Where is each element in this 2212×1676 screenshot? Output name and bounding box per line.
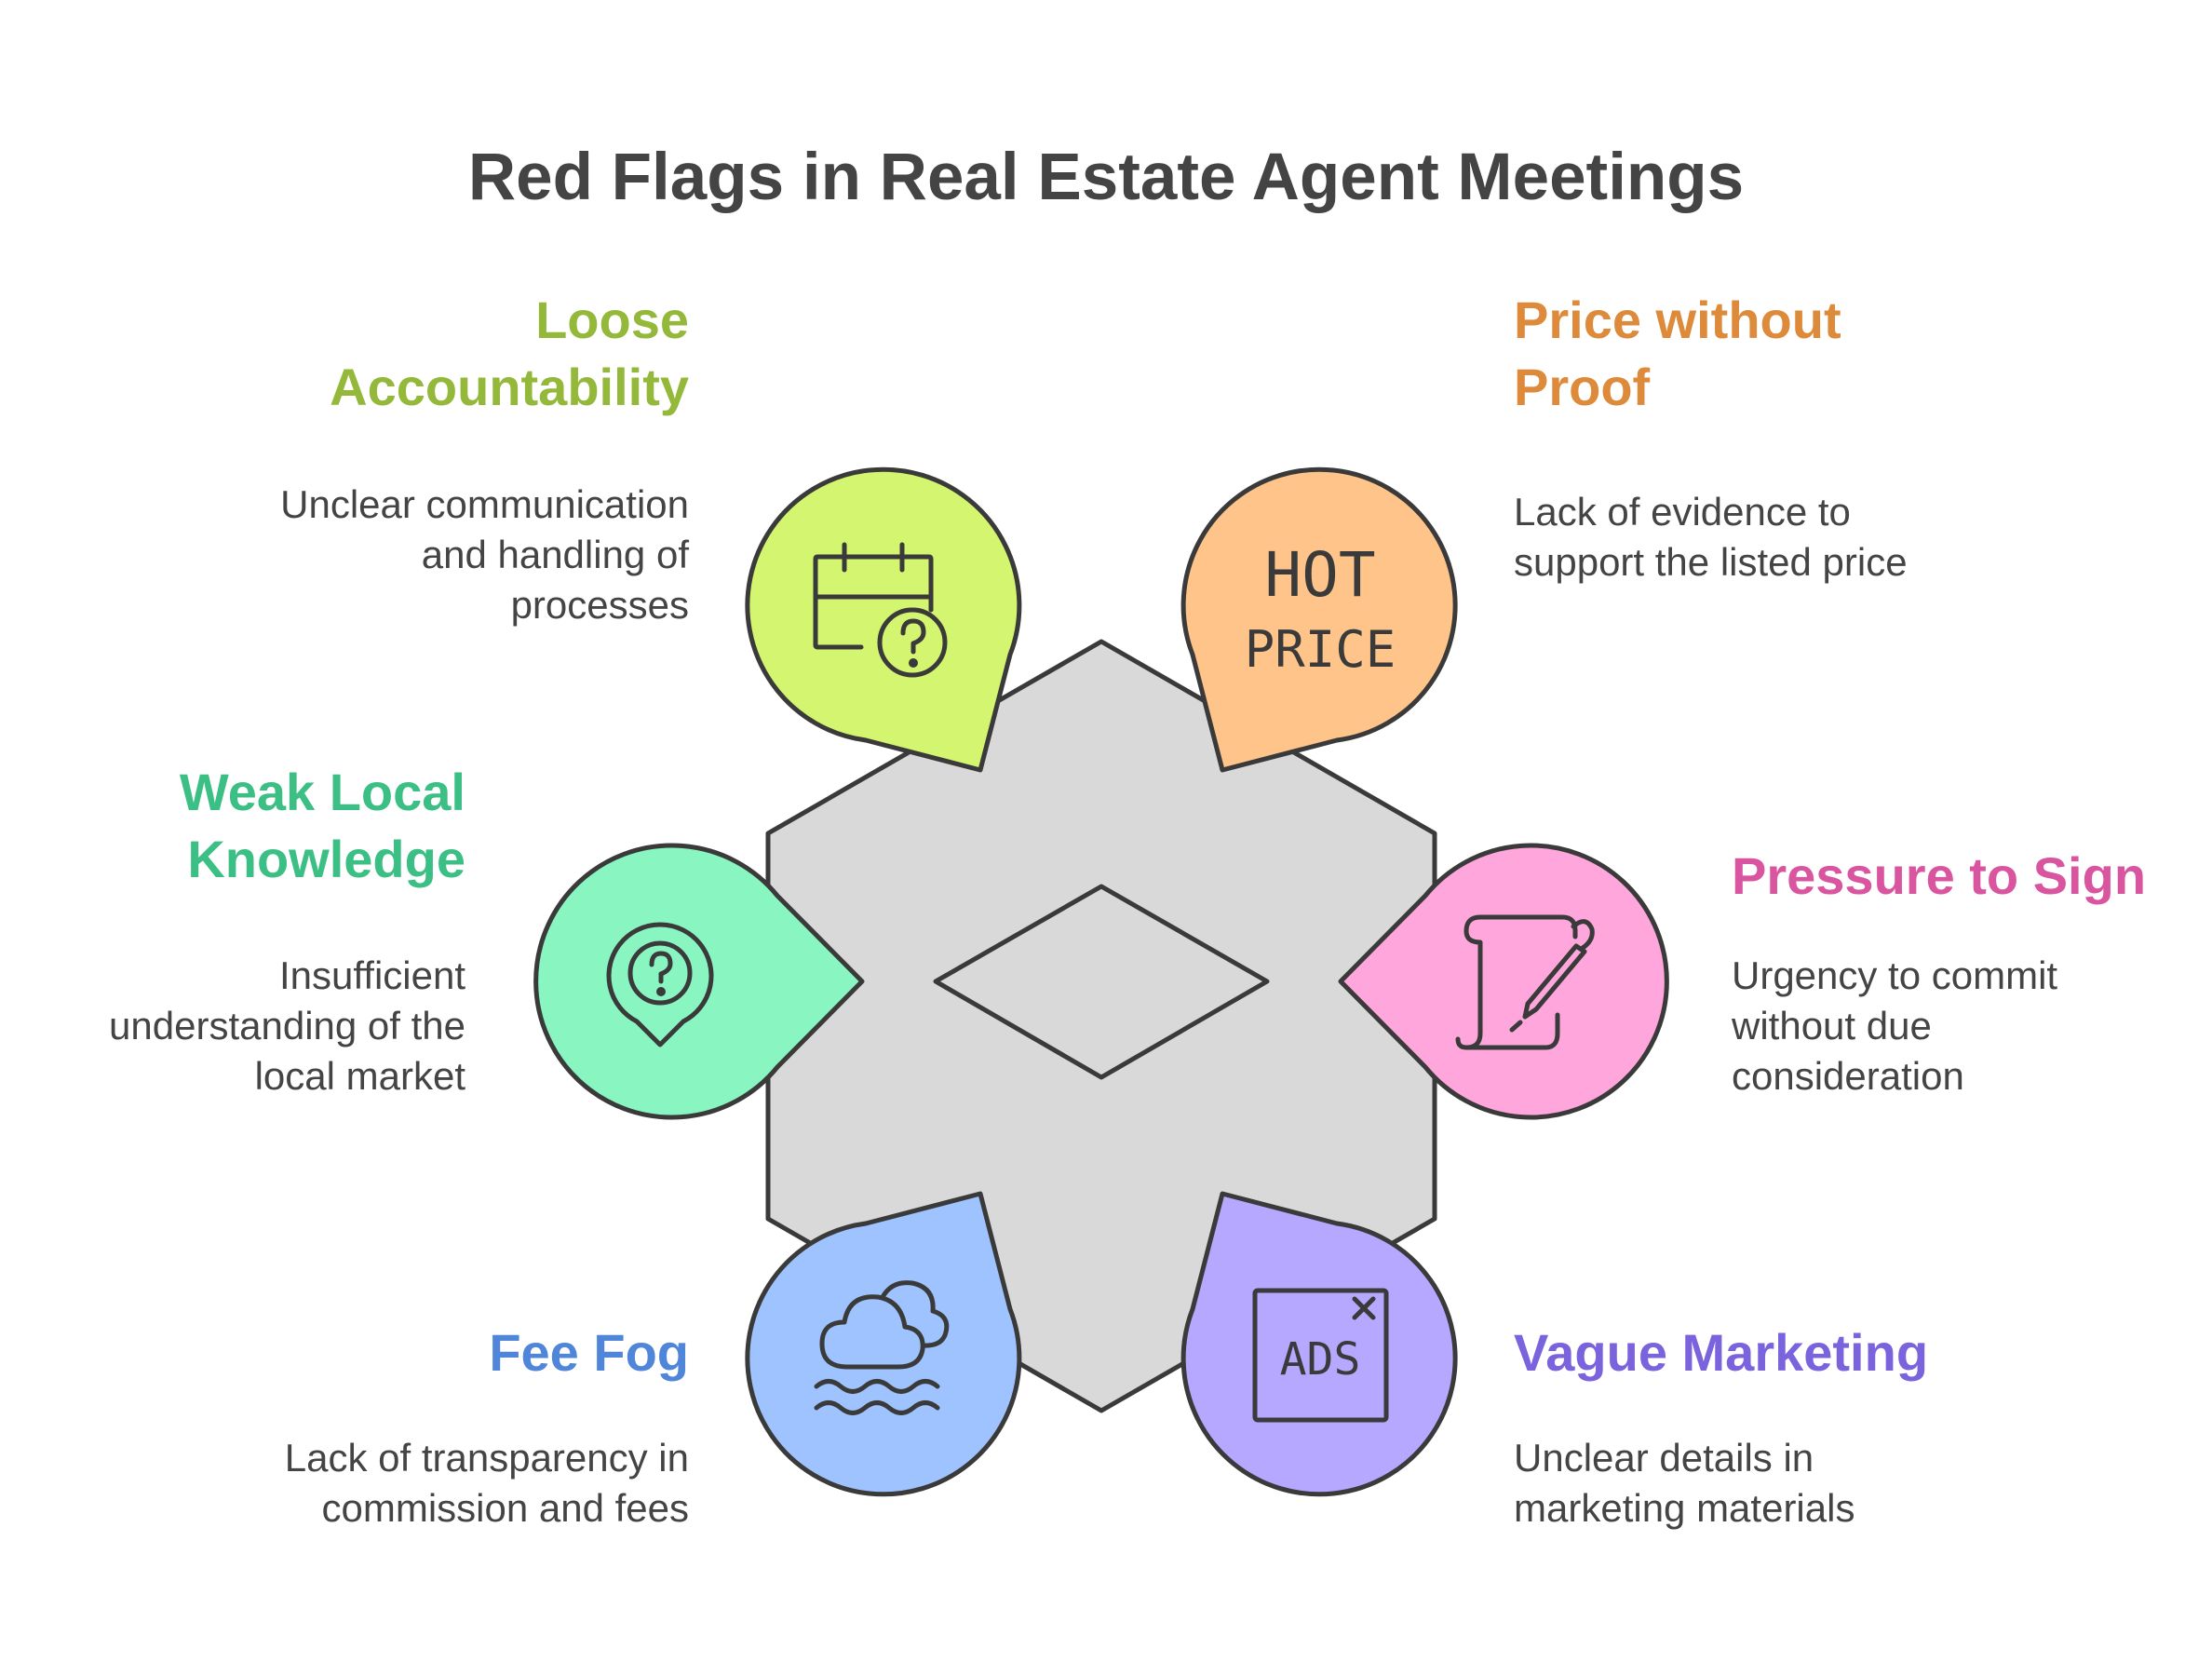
- heading-line: Price without: [1514, 291, 1841, 349]
- description-line: marketing materials: [1514, 1486, 1855, 1530]
- pen-contract-icon: [1455, 914, 1595, 1050]
- teardrop-loose-accountability: [745, 466, 1022, 773]
- fog-icon: [814, 1280, 950, 1415]
- ads-icon: ADS: [1252, 1288, 1389, 1423]
- description-fee-fog: Lack of transparency in commission and f…: [19, 1433, 689, 1534]
- node-pressure-to-sign: [1338, 843, 1669, 1120]
- center-diamond: [933, 884, 1270, 1080]
- hot-price-icon: HOT PRICE: [1245, 539, 1396, 679]
- description-line: support the listed price: [1514, 540, 1908, 584]
- node-loose-accountability: [745, 466, 1022, 773]
- heading-line: Fee Fog: [489, 1323, 689, 1382]
- heading-line: Loose: [535, 291, 689, 349]
- calendar-question-icon: [813, 542, 948, 678]
- heading-price-without-proof: Price without Proof: [1514, 287, 2165, 421]
- description-line: Lack of transparency in: [284, 1436, 689, 1480]
- heading-loose-accountability: Loose Accountability: [37, 287, 689, 421]
- description-line: understanding of the: [109, 1004, 465, 1048]
- teardrop-weak-local-knowledge: [533, 843, 865, 1120]
- description-line: processes: [510, 583, 689, 627]
- description-line: without due: [1732, 1004, 1932, 1048]
- heading-weak-local-knowledge: Weak Local Knowledge: [0, 759, 465, 893]
- description-line: commission and fees: [321, 1486, 689, 1530]
- heading-pressure-to-sign: Pressure to Sign: [1732, 843, 2212, 910]
- heading-line: Pressure to Sign: [1732, 846, 2147, 905]
- hot-label: HOT: [1264, 539, 1375, 611]
- description-price-without-proof: Lack of evidence to support the listed p…: [1514, 487, 2184, 588]
- teardrop-fee-fog: [745, 1191, 1022, 1497]
- description-line: Insufficient: [278, 953, 465, 997]
- location-question-icon: [606, 922, 714, 1048]
- price-label: PRICE: [1245, 620, 1396, 679]
- description-pressure-to-sign: Urgency to commit without due considerat…: [1732, 951, 2197, 1102]
- node-vague-marketing: ADS: [1180, 1191, 1458, 1497]
- heading-line: Proof: [1514, 358, 1651, 416]
- teardrop-price-without-proof: [1180, 466, 1458, 773]
- heading-line: Vague Marketing: [1514, 1323, 1929, 1382]
- ads-label: ADS: [1280, 1333, 1361, 1385]
- description-line: Unclear communication: [280, 482, 689, 526]
- heading-vague-marketing: Vague Marketing: [1514, 1319, 2165, 1386]
- description-line: local market: [254, 1054, 465, 1098]
- heading-line: Knowledge: [187, 830, 465, 888]
- description-loose-accountability: Unclear communication and handling of pr…: [19, 480, 689, 630]
- description-line: Lack of evidence to: [1514, 490, 1851, 534]
- description-line: Urgency to commit: [1732, 953, 2058, 997]
- heading-line: Accountability: [330, 358, 689, 416]
- description-line: and handling of: [421, 533, 689, 576]
- description-line: consideration: [1732, 1054, 1964, 1098]
- heading-fee-fog: Fee Fog: [37, 1319, 689, 1386]
- node-weak-local-knowledge: [533, 843, 865, 1120]
- heading-line: Weak Local: [179, 763, 465, 821]
- node-fee-fog: [745, 1191, 1022, 1497]
- description-weak-local-knowledge: Insufficient understanding of the local …: [0, 951, 465, 1102]
- description-line: Unclear details in: [1514, 1436, 1814, 1480]
- node-price-without-proof: HOT PRICE: [1180, 466, 1458, 773]
- diagram-title: Red Flags in Real Estate Agent Meetings: [467, 141, 1745, 214]
- description-vague-marketing: Unclear details in marketing materials: [1514, 1433, 2184, 1534]
- teardrop-pressure-to-sign: [1338, 843, 1669, 1120]
